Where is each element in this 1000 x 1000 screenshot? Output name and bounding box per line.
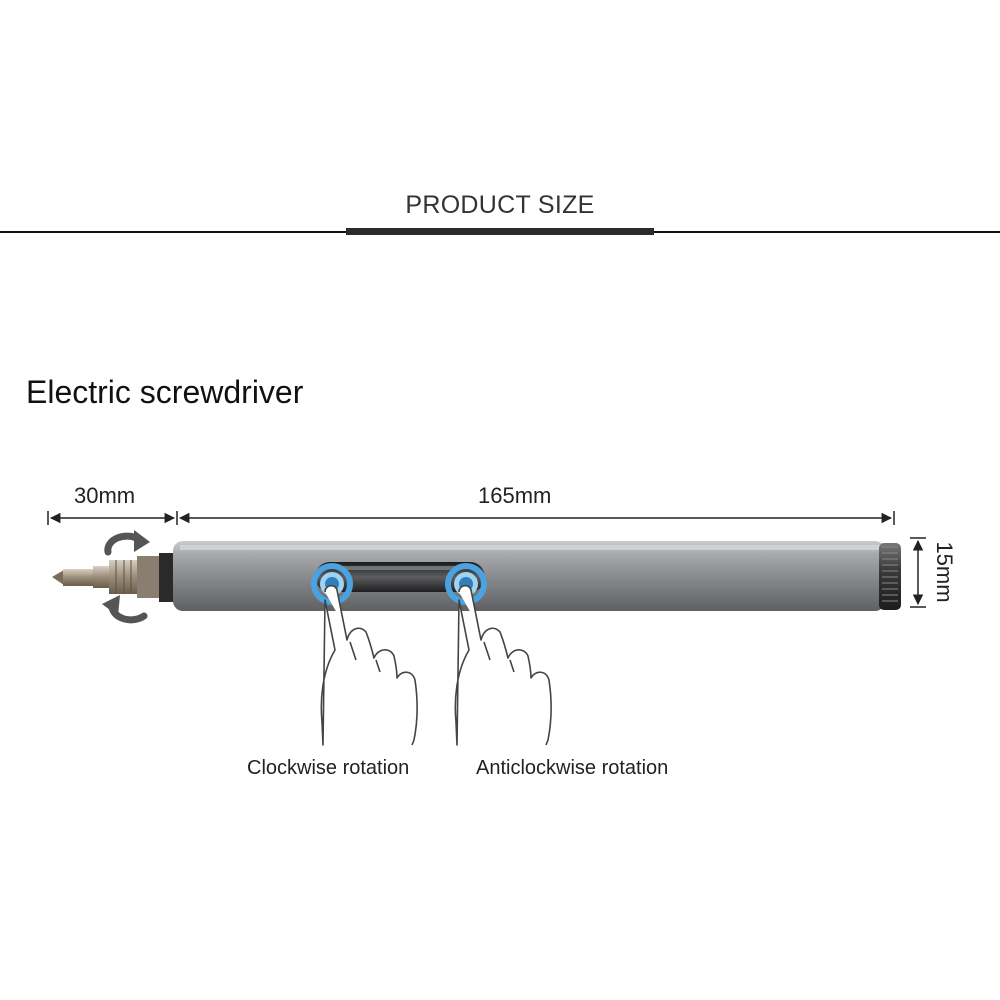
- clockwise-label: Clockwise rotation: [247, 757, 410, 779]
- rotation-arrows-icon: [102, 530, 150, 624]
- section-title: PRODUCT SIZE: [405, 191, 595, 219]
- product-title: Electric screwdriver: [26, 374, 304, 410]
- screwdriver-body: [173, 541, 901, 611]
- header-rule-accent: [346, 228, 654, 235]
- dimension-line-bit: [47, 511, 178, 525]
- bit-length-label: 30mm: [74, 483, 136, 508]
- screwdriver-bit: [52, 553, 177, 602]
- diameter-label: 15mm: [932, 541, 957, 603]
- dimension-line-body: [178, 511, 895, 525]
- anticlockwise-label: Anticlockwise rotation: [476, 757, 669, 779]
- dimension-line-diameter: [910, 537, 926, 608]
- pointing-hand-icon: [320, 584, 418, 746]
- body-length-label: 165mm: [478, 483, 552, 508]
- pointing-hand-icon: [454, 584, 552, 746]
